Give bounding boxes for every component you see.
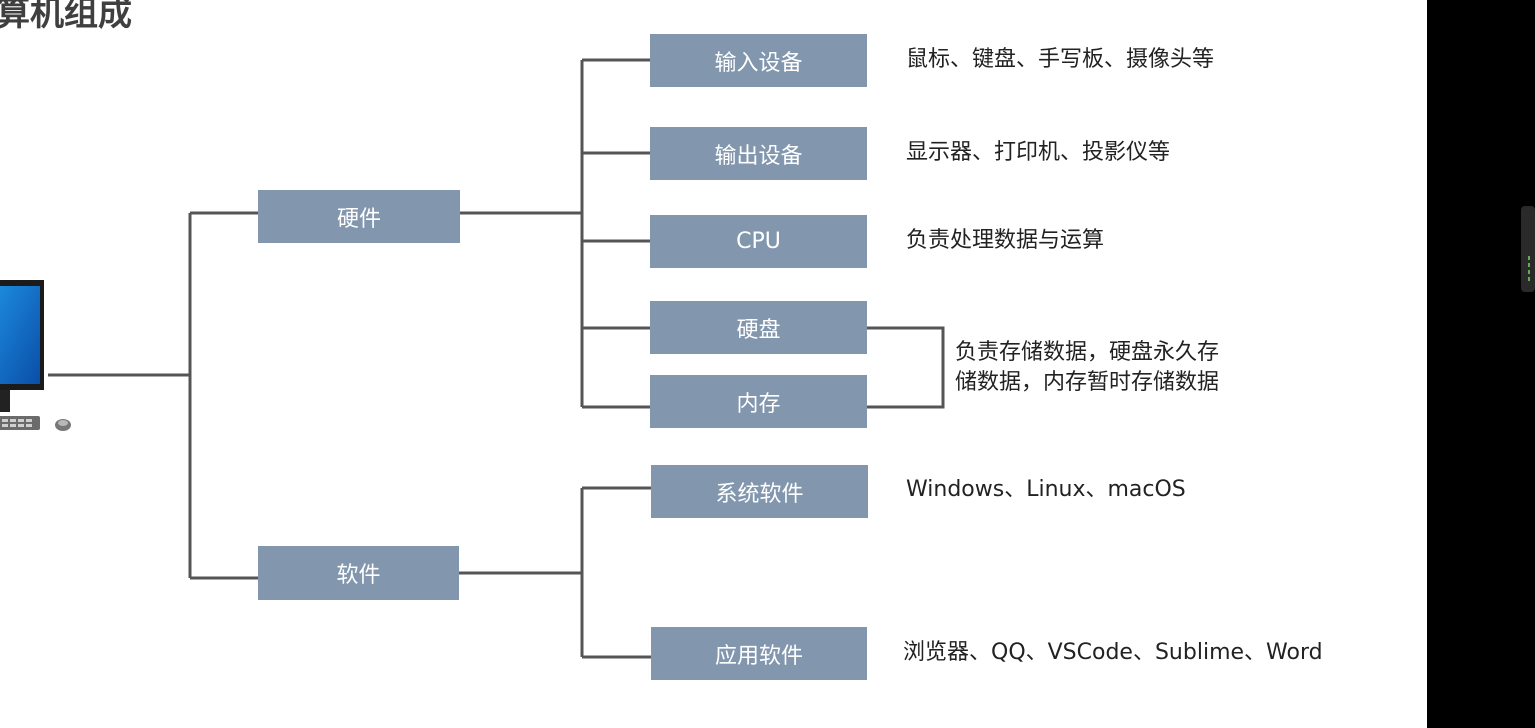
level-indicator-bar <box>1528 277 1530 281</box>
node-system-software: 系统软件 <box>651 465 868 518</box>
side-scroll-handle[interactable] <box>1521 206 1535 292</box>
node-cpu: CPU <box>650 215 867 268</box>
tree-connectors <box>48 58 945 659</box>
desc-system-software: Windows、Linux、macOS <box>906 477 1186 502</box>
diagram-slide: 计算机组成 <box>0 0 1427 728</box>
computer-icon <box>0 280 71 431</box>
slide-title: 计算机组成 <box>0 0 132 34</box>
node-application-software: 应用软件 <box>651 627 867 680</box>
storage-bracket <box>866 326 945 409</box>
node-input-device: 输入设备 <box>650 34 867 87</box>
node-hard-disk: 硬盘 <box>650 301 867 354</box>
node-software: 软件 <box>258 546 459 600</box>
level-indicator-bar <box>1528 270 1530 274</box>
desc-application-software: 浏览器、QQ、VSCode、Sublime、Word <box>903 640 1323 665</box>
desc-output-device: 显示器、打印机、投影仪等 <box>906 140 1171 165</box>
desc-cpu: 负责处理数据与运算 <box>906 228 1105 253</box>
level-indicator-bar <box>1528 263 1530 267</box>
desc-storage-line-2: 储数据，内存暂时存储数据 <box>955 370 1220 395</box>
desc-storage-line-1: 负责存储数据，硬盘永久存 <box>955 340 1220 365</box>
node-memory: 内存 <box>650 375 867 428</box>
node-hardware: 硬件 <box>258 190 460 243</box>
node-output-device: 输出设备 <box>650 127 867 180</box>
desc-input-device: 鼠标、键盘、手写板、摄像头等 <box>906 47 1215 72</box>
right-black-margin <box>1427 0 1535 728</box>
level-indicator-bar <box>1528 256 1530 260</box>
